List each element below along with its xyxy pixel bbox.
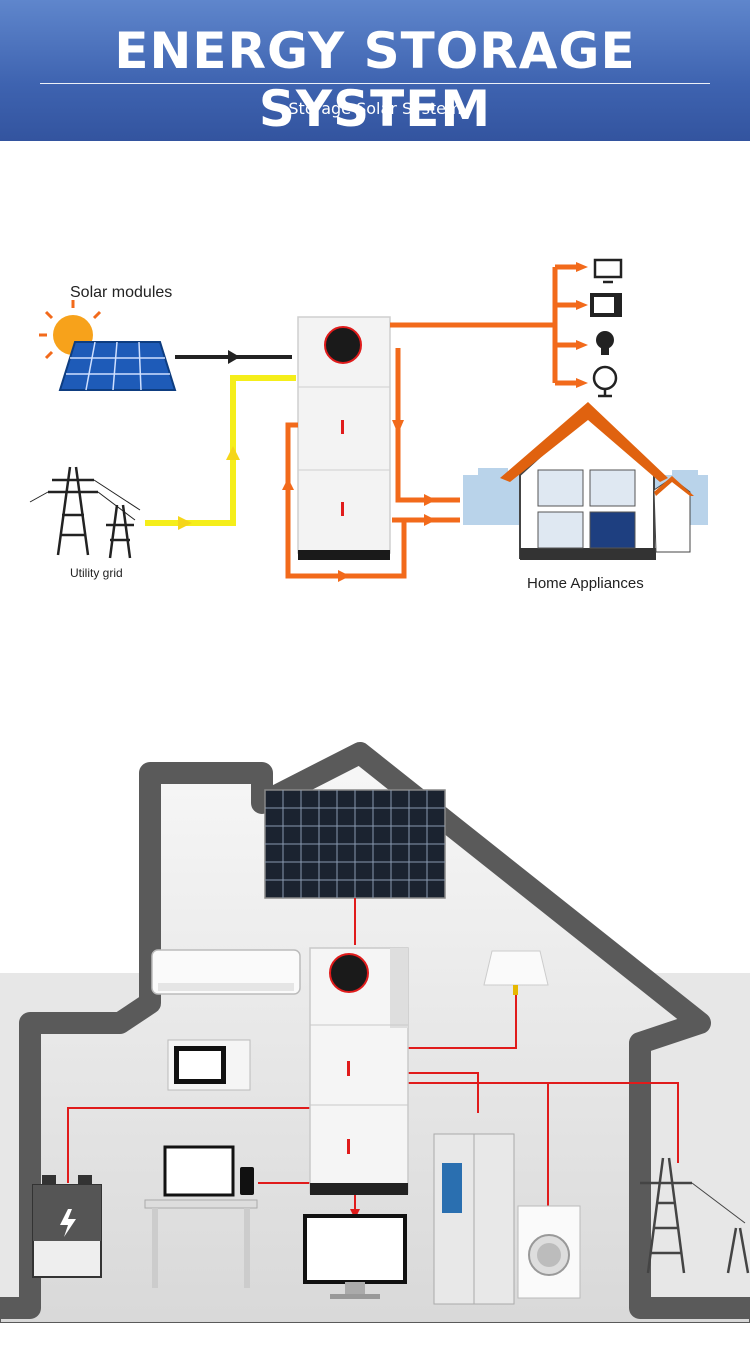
refrigerator-icon <box>433 1133 515 1305</box>
page-title: ENERGY STORAGE SYSTEM <box>114 22 636 138</box>
inverter-display-icon <box>324 326 362 364</box>
grid-flow-line <box>145 375 296 526</box>
house-system-illustration <box>0 723 750 1363</box>
washing-machine-icon <box>517 1205 581 1299</box>
inverter-battery-stack <box>297 316 391 560</box>
microwave-icon <box>167 1039 251 1091</box>
energy-flow-diagram: Solar modules Utility grid <box>29 258 708 592</box>
utility-grid-tower-icon <box>29 466 141 559</box>
monitor-icon <box>303 1214 407 1299</box>
tv-icon <box>593 258 623 284</box>
desk-laptop-icon <box>144 1145 258 1288</box>
home-appliances-label: Home Appliances <box>527 575 644 592</box>
solar-modules-label: Solar modules <box>70 284 172 301</box>
crt-tv-icon <box>590 293 622 317</box>
air-conditioner-icon <box>151 949 301 995</box>
header-banner: ENERGY STORAGE SYSTEM Storage Solar Syst… <box>0 0 750 141</box>
home-illustration <box>463 402 708 560</box>
light-bulb-icon <box>596 331 614 355</box>
page-subtitle: Storage Solar System <box>288 99 462 118</box>
header-divider <box>40 83 710 84</box>
utility-grid-label: Utility grid <box>70 566 123 580</box>
solar-panel-icon <box>58 341 177 391</box>
lamp-icon <box>483 950 549 995</box>
roof-solar-panel-icon <box>264 789 446 899</box>
inverter-battery-stack-3d <box>309 947 409 1195</box>
fan-icon <box>592 365 618 398</box>
battery-icon <box>32 1175 102 1278</box>
power-tower-icon <box>640 1157 750 1274</box>
wiring-lines <box>67 898 679 1215</box>
